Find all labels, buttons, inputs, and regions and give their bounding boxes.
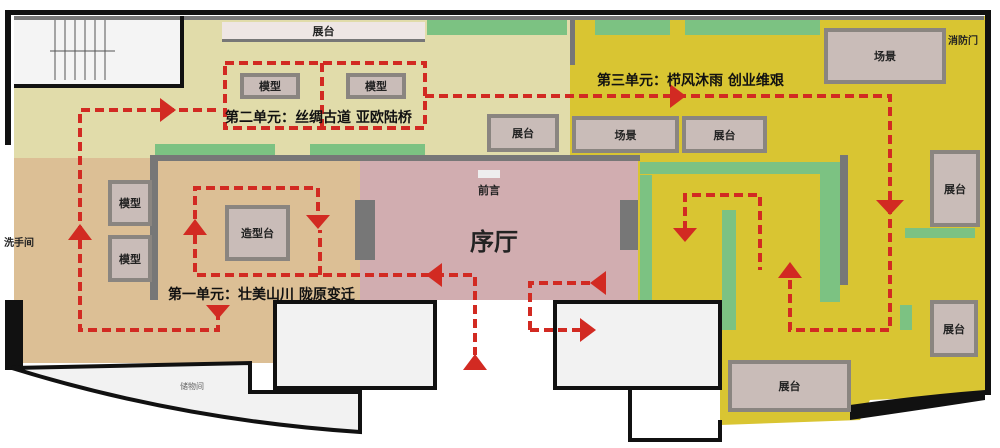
washroom-label: 洗手间: [4, 238, 34, 249]
unit1-title: 第一单元：壮美山川 陇原变迁: [168, 287, 355, 303]
display-stand-right-2: 展台: [930, 300, 978, 357]
hall-title: 序厅: [470, 227, 518, 256]
display-stand-mid2: 展台: [682, 116, 767, 153]
display-stand-bottom: 展台: [728, 360, 851, 412]
arrow-icon: [306, 215, 330, 229]
arrow-icon: [673, 228, 697, 242]
storage-room: [11, 360, 362, 435]
stairwell-right: [553, 300, 722, 390]
preface-label: 前言: [478, 184, 500, 197]
fire-door-label: 消防门: [948, 36, 978, 47]
model-left-2: 模型: [108, 235, 152, 282]
arrow-icon: [183, 219, 207, 235]
arrow-icon: [68, 224, 92, 240]
arrow-icon: [426, 263, 442, 287]
display-stand-top: 展台: [222, 22, 425, 42]
arrow-icon: [876, 200, 904, 215]
unit2-title: 第二单元：丝绸古道 亚欧陆桥: [225, 110, 412, 126]
arrow-icon: [160, 98, 176, 122]
arrow-icon: [463, 354, 487, 370]
stairwell-left: [273, 300, 437, 390]
route-arrows: [68, 84, 904, 370]
storage-label: 储物间: [180, 382, 204, 391]
display-stand-mid: 展台: [487, 114, 559, 152]
scene-top-right: 场景: [824, 28, 946, 84]
unit3-title: 第三单元：栉风沐雨 创业维艰: [597, 73, 784, 89]
arrow-icon: [778, 262, 802, 278]
arrow-icon: [206, 305, 230, 319]
arrow-icon: [670, 84, 686, 108]
arrow-icon: [590, 271, 606, 295]
hall-zone: [360, 158, 638, 300]
model-left-1: 模型: [108, 180, 152, 226]
model-a: 模型: [240, 73, 300, 99]
preface-board: [478, 170, 500, 178]
arrow-icon: [580, 318, 596, 342]
display-stand-right-1: 展台: [930, 150, 980, 227]
model-b: 模型: [346, 73, 406, 99]
scene-mid: 场景: [572, 116, 679, 153]
sculpture-stand: 造型台: [225, 205, 290, 261]
